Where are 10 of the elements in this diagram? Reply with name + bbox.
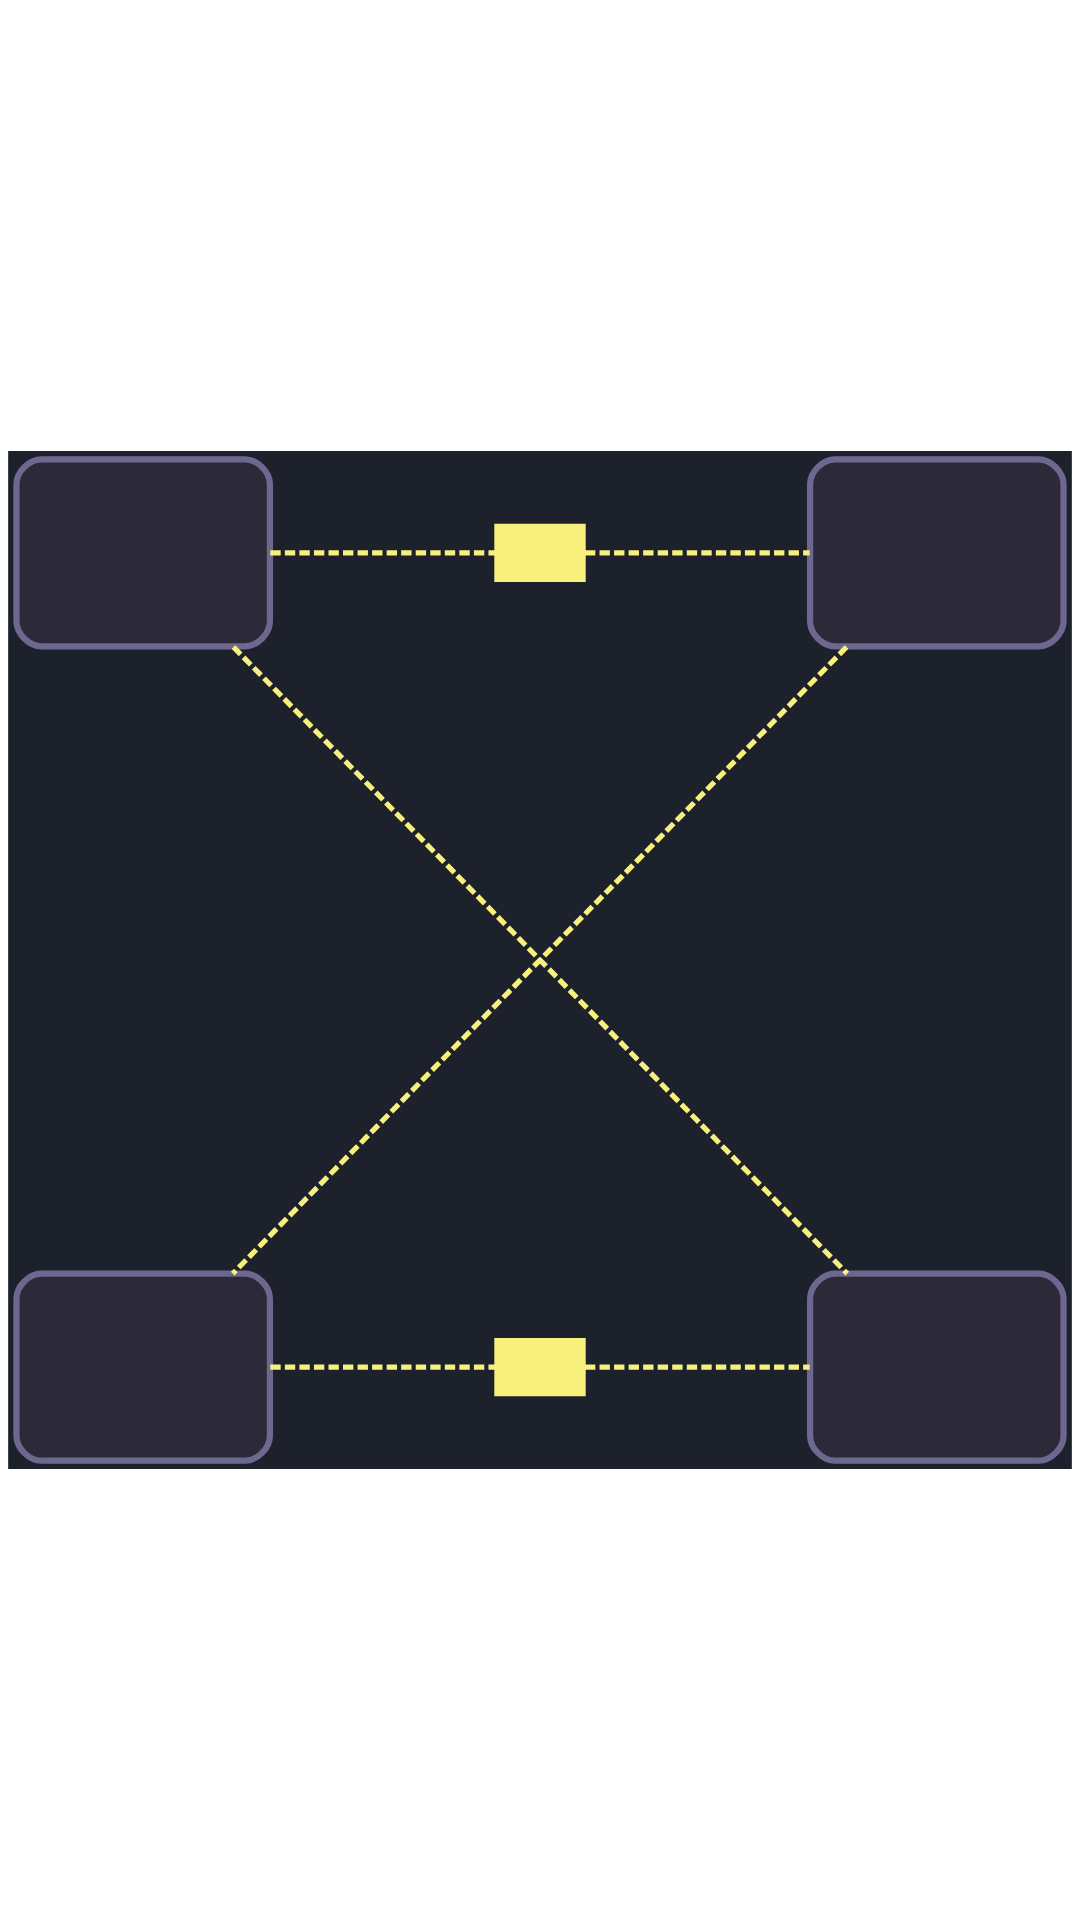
- node-person: [13, 1270, 274, 1464]
- node-person: [806, 1270, 1067, 1464]
- node-box: [494, 1338, 586, 1397]
- connector: [270, 1364, 496, 1370]
- connector: [584, 1364, 810, 1370]
- node-person: [13, 456, 274, 650]
- connector: [270, 550, 496, 556]
- node-box: [494, 523, 586, 582]
- connector: [584, 550, 810, 556]
- node-person: [806, 456, 1067, 650]
